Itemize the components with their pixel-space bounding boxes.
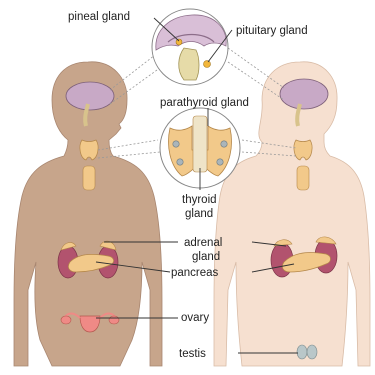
male-testis-left bbox=[297, 345, 307, 359]
label-adrenal-line2: gland bbox=[192, 251, 220, 263]
brain-zoom-stem bbox=[179, 48, 199, 80]
brain-zoom-circle bbox=[152, 9, 228, 85]
thyroid-zoom-trachea bbox=[193, 116, 207, 172]
parathyroid-dot-1 bbox=[173, 141, 179, 147]
male-testis-right bbox=[307, 345, 317, 359]
male-thymus bbox=[297, 166, 309, 190]
label-parathyroid-gland: parathyroid gland bbox=[160, 97, 249, 109]
label-thyroid-line2: gland bbox=[185, 208, 213, 220]
label-ovary: ovary bbox=[181, 312, 209, 324]
female-thyroid bbox=[80, 140, 98, 160]
female-ovary-right bbox=[109, 316, 119, 324]
parathyroid-dot-3 bbox=[221, 141, 227, 147]
label-pineal-gland: pineal gland bbox=[68, 11, 130, 23]
female-brain bbox=[66, 82, 114, 110]
male-brain bbox=[280, 79, 328, 109]
label-thyroid-line1: thyroid bbox=[182, 194, 217, 206]
parathyroid-dot-4 bbox=[217, 159, 223, 165]
label-pituitary-gland: pituitary gland bbox=[236, 25, 308, 37]
pituitary-gland-dot bbox=[204, 61, 211, 68]
male-thyroid bbox=[294, 140, 312, 160]
female-thymus bbox=[83, 166, 95, 190]
label-pancreas: pancreas bbox=[171, 267, 219, 279]
female-ovary-left bbox=[61, 316, 71, 324]
label-testis: testis bbox=[179, 348, 206, 360]
pineal-gland-dot bbox=[176, 39, 182, 45]
parathyroid-dot-2 bbox=[177, 159, 183, 165]
label-adrenal-line1: adrenal bbox=[184, 237, 222, 249]
female-figure bbox=[14, 62, 162, 366]
